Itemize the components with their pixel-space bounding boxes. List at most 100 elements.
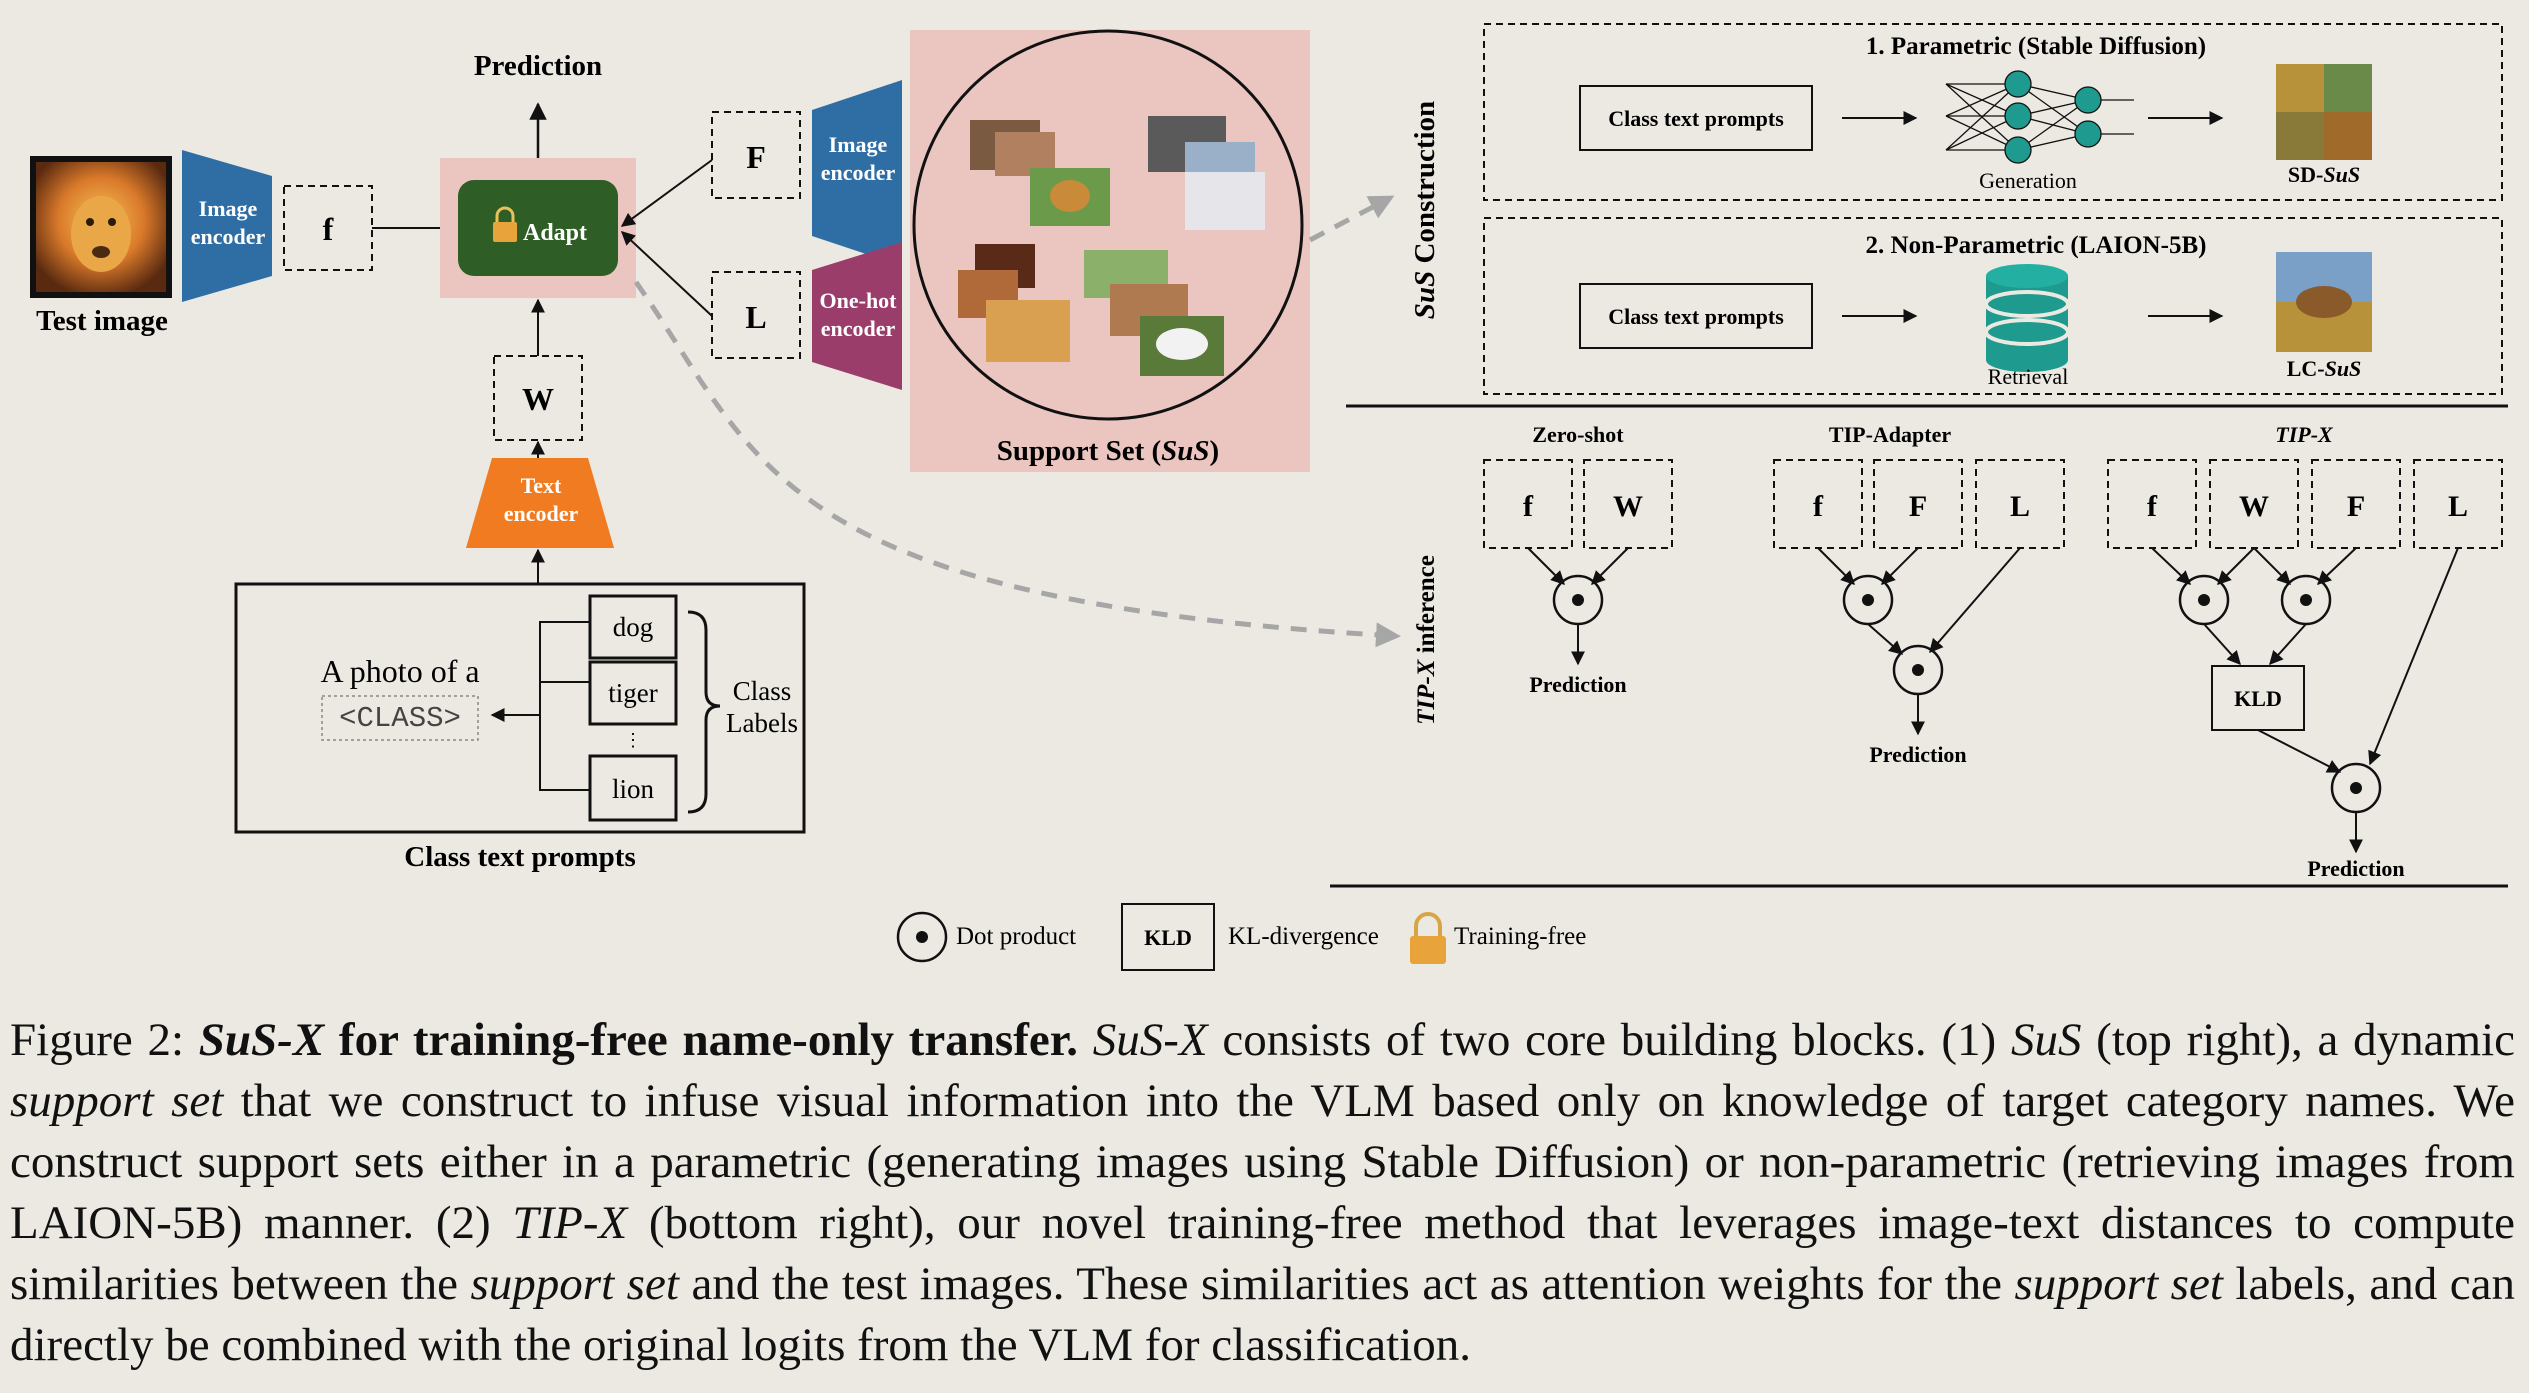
image-encoder: Image encoder [182, 150, 272, 302]
legend-lock-icon [1410, 912, 1446, 964]
class-dog-label: dog [613, 612, 654, 642]
ta-dot-product-2 [1892, 644, 1944, 696]
support-image-encoder-line1: Image [829, 132, 888, 157]
support-image-encoder-line2: encoder [821, 160, 896, 185]
nonparametric-panel [1483, 217, 2503, 395]
nonparametric-prompt-box [1579, 283, 1813, 349]
legend-kld-label: KLD [1144, 925, 1192, 950]
legend-dot-product-icon [896, 911, 948, 963]
legend-training-free-label: Training-free [1454, 923, 1586, 950]
caption-body-4: (bottom right), our novel training-free … [10, 1197, 2516, 1310]
prompt-class-token: <CLASS> [339, 702, 461, 735]
class-labels-line1: Class [733, 676, 792, 706]
tx-f-label: f [2147, 490, 2158, 523]
class-tiger-label: tiger [608, 678, 657, 708]
adapt-module: Adapt [458, 180, 618, 276]
prediction-label: Prediction [474, 50, 602, 82]
retrieval-label: Retrieval [1988, 364, 2069, 389]
support-image-encoder: Image encoder [812, 80, 902, 266]
image-encoder-line1: Image [199, 196, 258, 221]
ta-F-label: F [1909, 490, 1927, 523]
text-encoder-line2: encoder [504, 501, 579, 526]
onehot-encoder-line1: One-hot [820, 288, 898, 313]
lc-sus-label: LC-SuS [2287, 356, 2362, 381]
tx-dot-product-3 [2330, 762, 2382, 814]
parametric-prompt-label: Class text prompts [1608, 106, 1784, 131]
caption-body-1: consists of two core building blocks. (1… [1207, 1014, 2011, 1066]
class-text-prompts-box [234, 582, 806, 834]
caption-body-2: (top right), a dynamic [2081, 1014, 2515, 1066]
nonparametric-title: 2. Non-Parametric (LAION-5B) [1866, 232, 2207, 259]
caption-body-5: and the test images. These similarities … [678, 1258, 2015, 1310]
tipx-inference-arrow [633, 280, 1401, 648]
F-feature-label: F [746, 139, 766, 175]
sd-sus-label: SD-SuS [2288, 162, 2360, 187]
figure-caption: Figure 2: SuS-X for training-free name-o… [10, 1010, 2515, 1376]
f-feature-box [283, 185, 373, 271]
caption-body-6: labels, and can directly be combined wit… [10, 1258, 2515, 1371]
caption-figure-label: Figure 2: [10, 1014, 185, 1066]
database-icon [1984, 264, 2070, 372]
zs-prediction: Prediction [1529, 672, 1626, 697]
class-tiger-box [588, 660, 678, 726]
parametric-title: 1. Parametric (Stable Diffusion) [1866, 33, 2206, 60]
caption-body-4-italic: TIP-X [512, 1197, 628, 1249]
class-ellipsis: ⋮ [624, 730, 642, 750]
caption-title: SuS-X for training-free name-only transf… [198, 1014, 1079, 1066]
legend: Dot product KLD KL-divergence Training-f… [896, 903, 1586, 971]
caption-body-5-italic: support set [470, 1258, 679, 1310]
zs-dot-product [1552, 574, 1604, 626]
L-feature-label: L [745, 299, 766, 335]
nonparametric-prompt-label: Class text prompts [1608, 304, 1784, 329]
ta-dot-product-1 [1842, 574, 1894, 626]
support-set-caption: Support Set (SuS) [997, 435, 1219, 467]
test-image [30, 156, 172, 298]
generation-label: Generation [1979, 168, 2077, 193]
zs-w-label: W [1613, 490, 1643, 523]
f-feature-label: f [323, 211, 334, 247]
tx-w-label: W [2239, 490, 2269, 523]
tx-L-label: L [2448, 490, 2468, 523]
tip-adapter-title: TIP-Adapter [1829, 422, 1951, 447]
caption-body-6-italic: support set [2014, 1258, 2223, 1310]
ta-prediction: Prediction [1869, 742, 1966, 767]
legend-kld-box [1121, 903, 1215, 971]
lc-sus-thumbnail [2276, 252, 2372, 352]
legend-dot-product-label: Dot product [956, 923, 1076, 950]
test-image-label: Test image [36, 305, 168, 337]
zs-f-label: f [1523, 490, 1534, 523]
w-feature-label: W [522, 381, 554, 417]
tx-kld-label: KLD [2234, 686, 2282, 711]
ta-L-label: L [2010, 490, 2030, 523]
caption-body-3: that we construct to infuse visual infor… [10, 1075, 2515, 1249]
image-encoder-line2: encoder [191, 224, 266, 249]
caption-body-1-italic: SuS-X [1092, 1014, 1208, 1066]
tx-F-label: F [2347, 490, 2365, 523]
tx-dot-product-2 [2280, 574, 2332, 626]
class-lion-label: lion [612, 774, 655, 804]
tipx-title: TIP-X [2275, 422, 2334, 447]
tipx-inference-side-label: TIP-X inference [1413, 555, 1440, 725]
prompt-phrase: A photo of a [320, 653, 479, 689]
adapt-label: Adapt [523, 220, 587, 246]
sus-construction-arrow [1308, 195, 1395, 243]
onehot-encoder: One-hot encoder [812, 242, 902, 390]
text-encoder-line1: Text [521, 473, 562, 498]
lock-icon [493, 206, 517, 242]
class-labels-brace [687, 610, 721, 814]
support-set-images [958, 116, 1265, 376]
legend-kl-divergence-label: KL-divergence [1228, 923, 1379, 950]
sus-construction-side-label: SuS Construction [1409, 101, 1441, 319]
w-feature-box [493, 355, 583, 441]
tx-prediction: Prediction [2307, 856, 2404, 881]
sd-sus-thumbnail [2276, 64, 2372, 160]
support-set-circle [912, 29, 1304, 421]
ta-f-label: f [1813, 490, 1824, 523]
caption-body-2-italic: SuS [2010, 1014, 2082, 1066]
F-feature-box [711, 111, 801, 199]
tx-dot-product-1 [2178, 574, 2230, 626]
parametric-panel [1483, 23, 2503, 201]
parametric-prompt-box [1579, 85, 1813, 151]
generation-network-icon [1945, 70, 2134, 164]
class-lion-box [588, 754, 678, 822]
